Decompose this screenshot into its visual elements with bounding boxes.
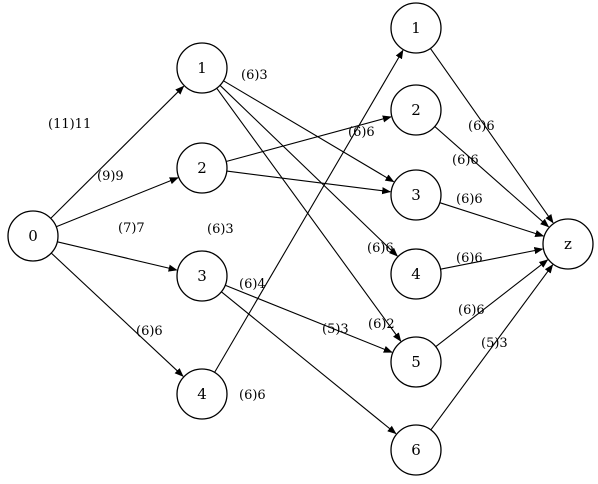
node-s0: 0 (7, 210, 59, 262)
node-a1: 1 (176, 42, 228, 94)
edge-label-a1-b4: (6)6 (367, 241, 394, 256)
edge-s0-a3 (57, 241, 178, 272)
edge-label-a4-b1: (6)6 (239, 388, 266, 403)
node-circle-a1 (176, 42, 228, 94)
node-circle-b1 (390, 2, 442, 54)
node-label-z: z (564, 235, 572, 253)
node-circle-b3 (390, 169, 442, 221)
edge-s0-a4 (50, 252, 184, 377)
node-label-b6: 6 (411, 441, 421, 459)
edge-b2-z (434, 126, 550, 228)
node-circle-s0 (7, 210, 59, 262)
node-label-a4: 4 (197, 385, 207, 403)
edge-label-a3-b5: (5)3 (322, 322, 349, 337)
edge-a2-b3 (226, 170, 392, 195)
edge-a1-b4 (219, 84, 398, 257)
edge-b4-z (440, 247, 544, 270)
node-circle-b5 (390, 336, 442, 388)
edges (50, 48, 554, 435)
node-label-b1: 1 (411, 19, 421, 37)
node-a3: 3 (176, 250, 228, 302)
node-b4: 4 (390, 248, 442, 300)
node-label-b2: 2 (411, 101, 421, 119)
node-a2: 2 (176, 142, 228, 194)
edge-b1-z (429, 48, 554, 224)
edge-a3-b5 (224, 284, 393, 353)
edge-s0-a2 (55, 177, 179, 228)
edge-label-b4-z: (6)6 (456, 251, 483, 266)
edge-label-b2-z: (6)6 (452, 153, 479, 168)
node-label-b3: 3 (411, 186, 421, 204)
edge-b6-z (430, 264, 554, 431)
node-circle-a3 (176, 250, 228, 302)
edge-label-s0-a2: (9)9 (97, 169, 124, 184)
nodes: 0 1 2 3 4 1 2 3 4 5 6 z (7, 2, 594, 476)
node-b6: 6 (390, 424, 442, 476)
edge-label-b5-z: (6)6 (458, 303, 485, 318)
edge-label-b3-z: (6)6 (456, 192, 483, 207)
edge-label-b6-z: (5)3 (481, 336, 508, 351)
edge-s0-a1 (50, 85, 185, 219)
edge-label-a1-b5: (6)2 (368, 317, 395, 332)
node-label-b4: 4 (411, 265, 421, 283)
edge-a2-b2 (225, 115, 392, 163)
edge-label-a2-b2: (6)6 (348, 125, 375, 140)
edge-a4-b1 (214, 49, 404, 373)
edge-label-a2-b3: (6)3 (207, 222, 234, 237)
node-b3: 3 (390, 169, 442, 221)
edge-a1-b5 (216, 87, 402, 342)
node-b5: 5 (390, 336, 442, 388)
edge-label-s0-a4: (6)6 (136, 324, 163, 339)
node-circle-b6 (390, 424, 442, 476)
edge-label-s0-a3: (7)7 (118, 221, 145, 236)
edge-label-a3-b6: (6)4 (239, 277, 266, 292)
node-circle-b4 (390, 248, 442, 300)
node-label-s0: 0 (28, 227, 38, 245)
node-a4: 4 (176, 368, 228, 420)
node-circle-b2 (390, 84, 442, 136)
edge-a1-b3 (223, 80, 395, 183)
edge-label-s0-a1: (11)11 (48, 117, 91, 132)
edge-label-b1-z: (6)6 (468, 119, 495, 134)
node-label-a2: 2 (197, 159, 207, 177)
node-label-b5: 5 (411, 353, 421, 371)
edge-labels: (11)11 (9)9 (7)7 (6)6 (6)3 (6)6 (6)2 (6)6 (6)3 (5… (48, 68, 508, 403)
edge-a3-b6 (221, 291, 397, 435)
node-b2: 2 (390, 84, 442, 136)
node-label-a1: 1 (197, 59, 207, 77)
node-z: z (542, 218, 594, 270)
node-label-a3: 3 (197, 267, 207, 285)
node-circle-z (542, 218, 594, 270)
node-circle-a4 (176, 368, 228, 420)
node-circle-a2 (176, 142, 228, 194)
node-b1: 1 (390, 2, 442, 54)
edge-b5-z (435, 259, 549, 348)
edge-b3-z (439, 202, 545, 237)
edge-label-a1-b3: (6)3 (241, 68, 268, 83)
